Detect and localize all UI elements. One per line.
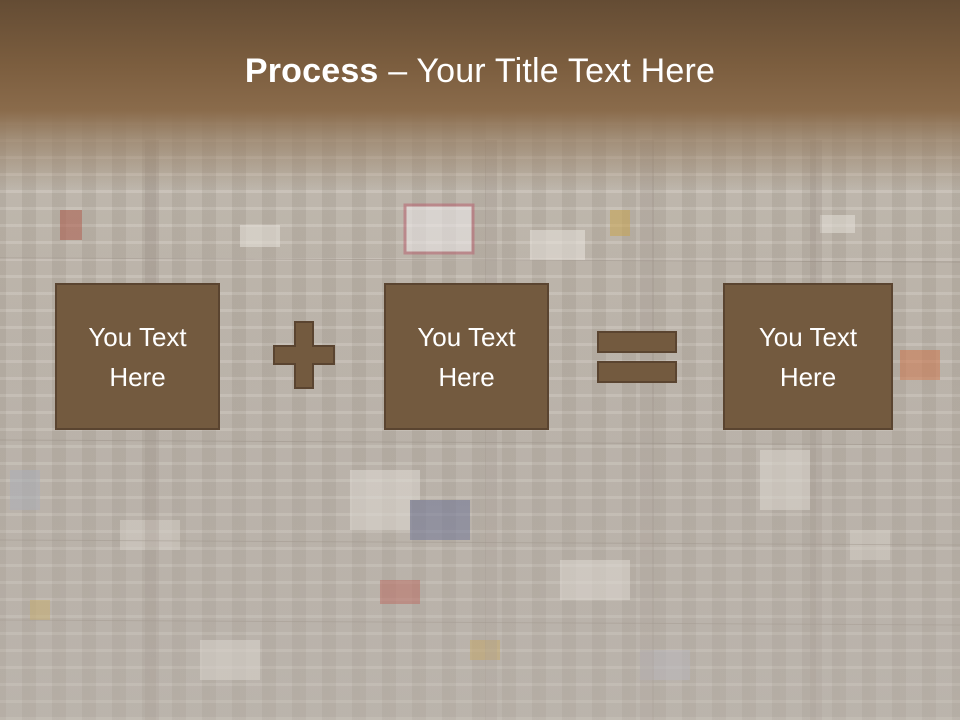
equals-icon (597, 331, 677, 383)
title-rest-text: – Your Title Text Here (378, 52, 716, 90)
process-box-1[interactable]: You Text Here (55, 283, 220, 430)
title-bold-text: Process (244, 52, 379, 90)
process-box-3[interactable]: You Text Here (723, 283, 893, 430)
process-box-1-text: You Text Here (88, 321, 187, 392)
process-box-2[interactable]: You Text Here (384, 283, 549, 430)
title-band (0, 0, 960, 190)
process-box-2-text: You Text Here (417, 321, 516, 392)
plus-icon (273, 321, 335, 389)
process-box-3-text: You Text Here (758, 321, 858, 392)
slide-title[interactable]: Process – Your Title Text Here (0, 52, 960, 91)
